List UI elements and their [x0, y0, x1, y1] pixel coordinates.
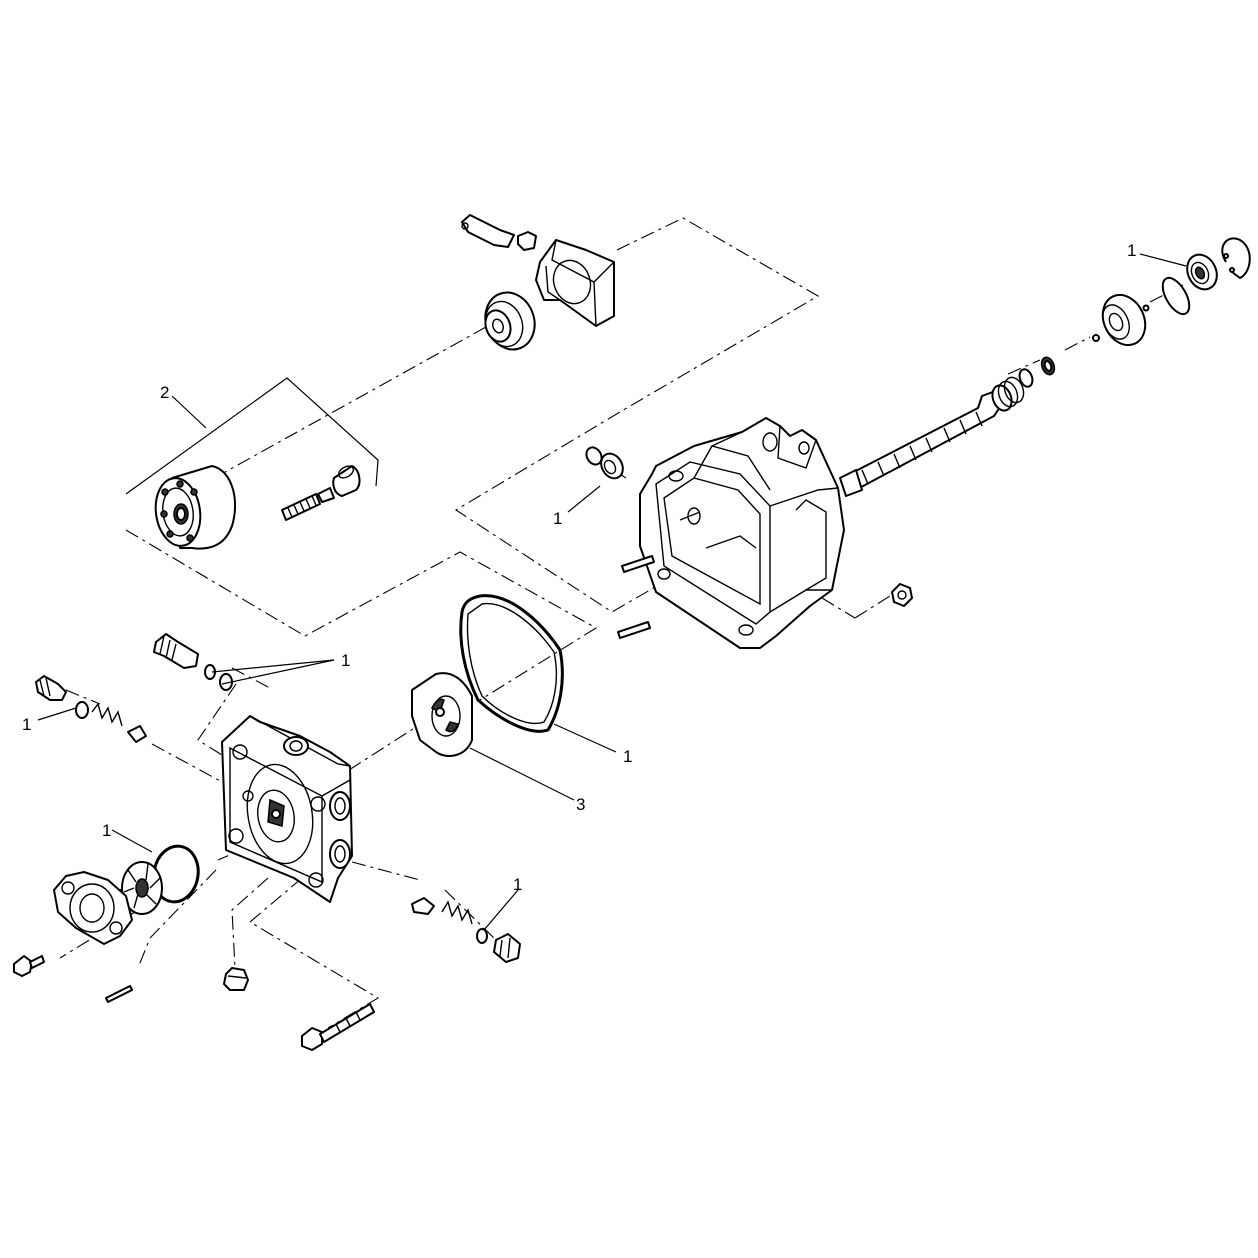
- spring-assembly: [281, 465, 361, 521]
- cover-bolt: [13, 955, 45, 977]
- right-fitting: [476, 928, 521, 963]
- shaft-spring: [991, 376, 1025, 412]
- end-cover: [221, 715, 353, 903]
- pump-housing: [639, 417, 845, 649]
- callout-housing-gasket: 1: [623, 747, 632, 766]
- valve-plate: [411, 672, 473, 757]
- housing-small-seal: [585, 446, 624, 480]
- assembly-guide-lines: [59, 217, 1184, 1029]
- callouts: 1 2 1 1 1 1 3 1 1: [22, 241, 1136, 894]
- control-housing: [535, 239, 615, 327]
- leader-lines: [37, 253, 1187, 931]
- housing-gasket: [459, 594, 564, 733]
- right-relief-poppet: [411, 897, 435, 915]
- upper-fitting: [153, 633, 233, 691]
- swashplate-bearing: [484, 291, 536, 351]
- left-fitting: [35, 675, 89, 719]
- callout-right-fitting-o-ring: 1: [513, 875, 522, 894]
- shaft-seal-ring: [1161, 276, 1191, 316]
- small-pin: [105, 985, 133, 1003]
- housing-nut: [891, 583, 913, 607]
- right-relief-spring: [441, 900, 473, 925]
- shaft-retaining-rings: [1018, 334, 1100, 388]
- rotating-group: [154, 465, 237, 550]
- rotating-group-bracket: [125, 377, 379, 495]
- shaft-bearing: [1101, 293, 1150, 347]
- left-relief-spring: [91, 702, 147, 743]
- plug: [223, 967, 249, 991]
- callout-valve-plate: 3: [576, 795, 585, 814]
- callout-charge-o-ring: 1: [102, 821, 111, 840]
- callout-shaft-seal: 1: [1127, 241, 1136, 260]
- callout-rotating-group: 2: [160, 383, 169, 402]
- callout-fitting-o-rings: 1: [341, 651, 350, 670]
- charge-pump-gerotor: [121, 861, 163, 915]
- shaft-seal: [1186, 253, 1218, 291]
- control-lever: [461, 214, 537, 251]
- dowel-pins: [617, 555, 655, 639]
- charge-pump-cover: [53, 871, 133, 945]
- shaft-snap-ring: [1221, 237, 1251, 279]
- callout-left-fitting-o-ring: 1: [22, 715, 31, 734]
- callout-housing-seal: 1: [553, 509, 562, 528]
- drive-shaft: [839, 389, 1003, 497]
- long-bolt: [301, 1003, 375, 1051]
